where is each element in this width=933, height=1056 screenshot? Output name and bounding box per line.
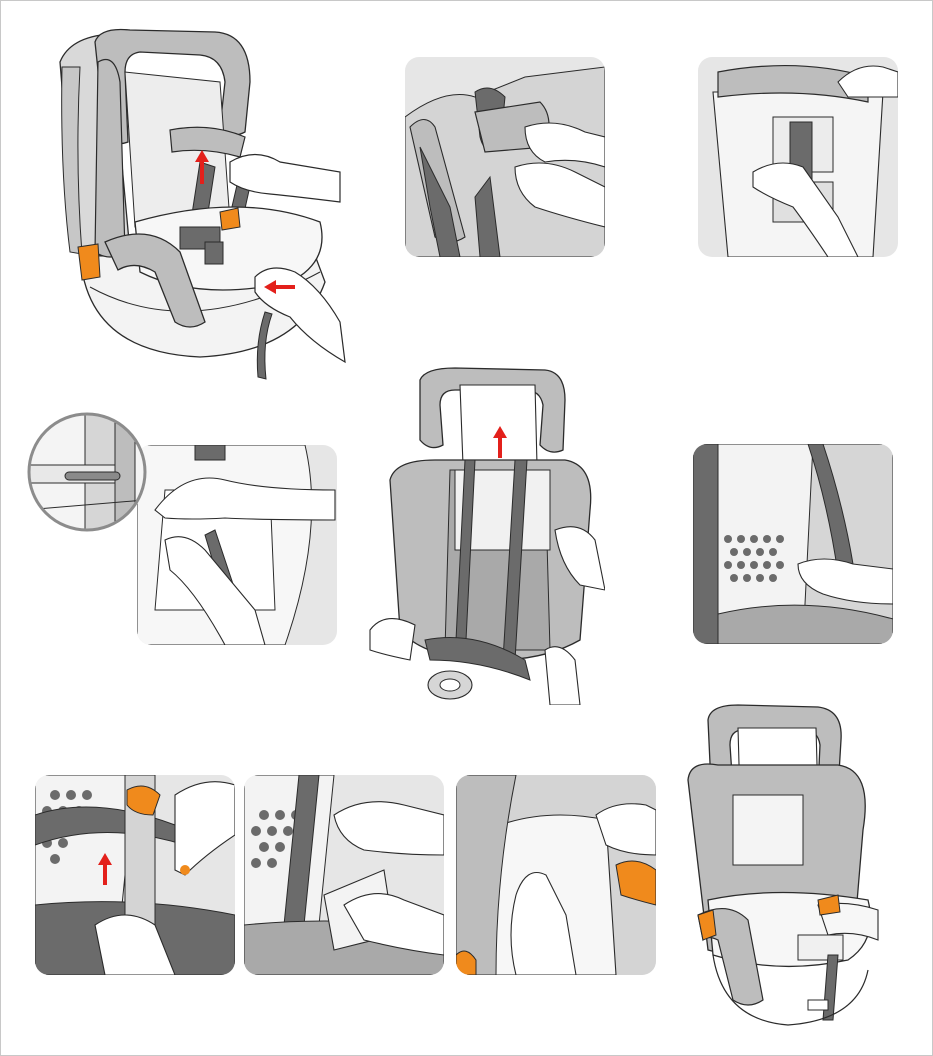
step-9-illustration — [456, 775, 656, 975]
step-4-illustration — [25, 410, 340, 650]
step-3-illustration — [698, 57, 898, 257]
step-1-illustration — [40, 22, 350, 382]
step-10-illustration — [678, 700, 888, 1035]
step-6-illustration — [693, 444, 893, 644]
step-8-illustration — [244, 775, 444, 975]
step-7-illustration — [35, 775, 235, 975]
step-5-illustration — [365, 360, 605, 705]
step-2-illustration — [405, 57, 605, 257]
